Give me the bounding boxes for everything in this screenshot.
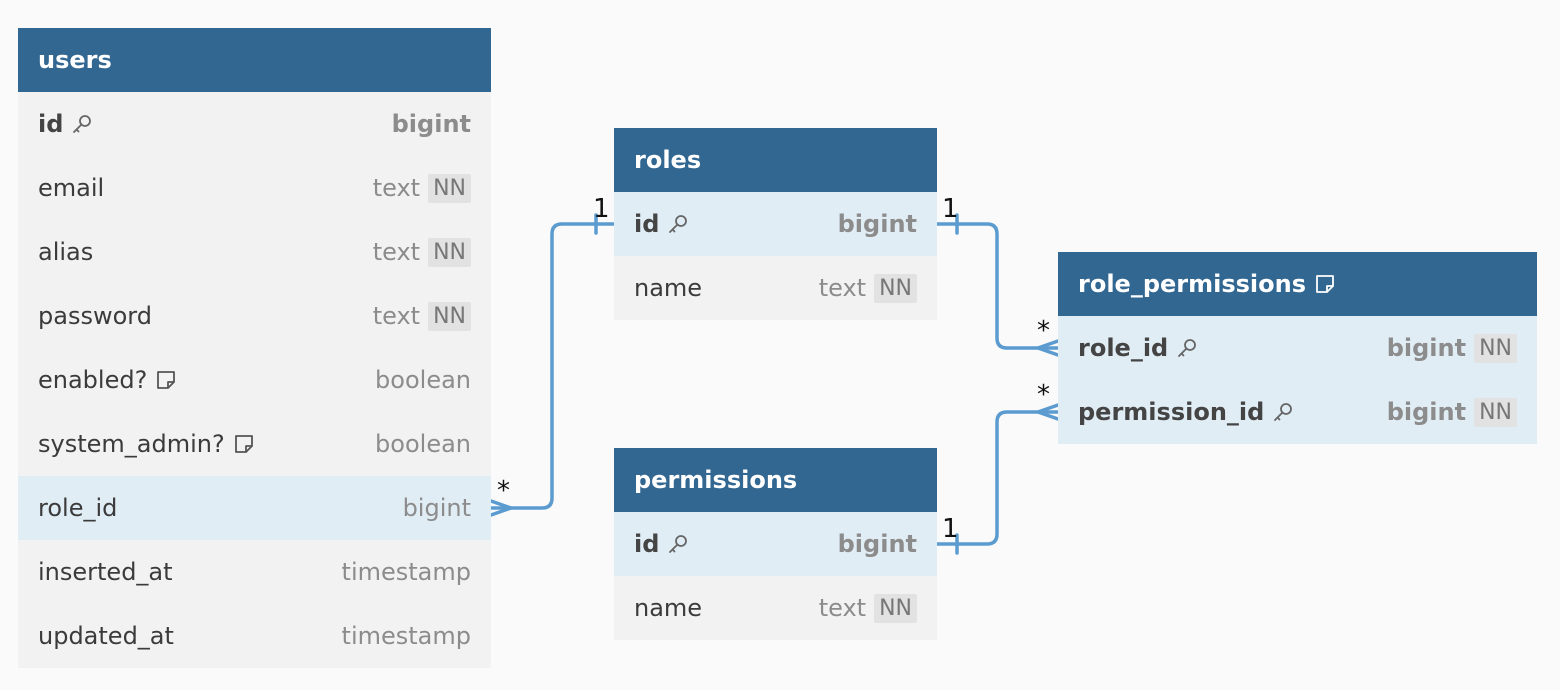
table-roles[interactable]: roles id bigint name text NN [614, 128, 937, 320]
column-type: timestamp [341, 622, 471, 650]
column-name: role_id [1078, 334, 1169, 362]
table-role-permissions[interactable]: role_permissions role_id bigint NN permi… [1058, 252, 1537, 444]
column-type: text [372, 174, 421, 202]
key-icon [1272, 401, 1294, 423]
column-type: bigint [1386, 334, 1467, 362]
key-icon [667, 533, 689, 555]
column-name: id [634, 530, 660, 558]
table-title: users [38, 46, 112, 74]
note-icon[interactable] [233, 433, 255, 455]
column-name: enabled? [38, 366, 148, 394]
not-null-badge: NN [428, 301, 471, 331]
table-header-roles[interactable]: roles [614, 128, 937, 192]
not-null-badge: NN [1474, 397, 1517, 427]
column-name: updated_at [38, 622, 174, 650]
column-row-id[interactable]: id bigint [18, 92, 491, 156]
column-name: password [38, 302, 152, 330]
column-row-updated-at[interactable]: updated_at timestamp [18, 604, 491, 668]
column-type: text [818, 594, 867, 622]
not-null-badge: NN [428, 173, 471, 203]
column-name: permission_id [1078, 398, 1265, 426]
edge-users-roles [489, 222, 616, 510]
column-name: id [38, 110, 64, 138]
table-header-permissions[interactable]: permissions [614, 448, 937, 512]
note-icon[interactable] [1314, 273, 1336, 295]
column-type: text [372, 238, 421, 266]
column-type: bigint [1386, 398, 1467, 426]
table-permissions[interactable]: permissions id bigint name text NN [614, 448, 937, 640]
column-row-id[interactable]: id bigint [614, 192, 937, 256]
table-header-users[interactable]: users [18, 28, 491, 92]
column-row-inserted-at[interactable]: inserted_at timestamp [18, 540, 491, 604]
edge-roles-role-permissions [935, 222, 1060, 350]
column-name: alias [38, 238, 94, 266]
column-row-role-id[interactable]: role_id bigint [18, 476, 491, 540]
key-icon [1176, 337, 1198, 359]
column-type: timestamp [341, 558, 471, 586]
column-row-email[interactable]: email text NN [18, 156, 491, 220]
not-null-badge: NN [1474, 333, 1517, 363]
column-type: text [818, 274, 867, 302]
note-icon[interactable] [155, 369, 177, 391]
not-null-badge: NN [874, 273, 917, 303]
edge-permissions-role-permissions [935, 410, 1060, 546]
column-name: role_id [38, 494, 118, 522]
column-type: bigint [402, 494, 471, 522]
column-type: bigint [837, 530, 917, 558]
column-row-permission-id[interactable]: permission_id bigint NN [1058, 380, 1537, 444]
column-name: system_admin? [38, 430, 225, 458]
column-type: boolean [375, 366, 471, 394]
column-row-system-admin[interactable]: system_admin? boolean [18, 412, 491, 476]
column-type: text [372, 302, 421, 330]
not-null-badge: NN [428, 237, 471, 267]
not-null-badge: NN [874, 593, 917, 623]
cardinality-permissions-id: 1 [942, 514, 959, 544]
key-icon [667, 213, 689, 235]
cardinality-roles-id-right: 1 [942, 194, 959, 224]
column-type: bigint [837, 210, 917, 238]
column-name: email [38, 174, 105, 202]
cardinality-users-role-id: * [497, 476, 510, 506]
column-row-enabled[interactable]: enabled? boolean [18, 348, 491, 412]
column-name: id [634, 210, 660, 238]
column-row-name[interactable]: name text NN [614, 576, 937, 640]
table-title: roles [634, 146, 702, 174]
column-type: bigint [391, 110, 471, 138]
cardinality-role-permissions-role-id: * [1037, 316, 1050, 346]
column-name: name [634, 274, 703, 302]
column-row-password[interactable]: password text NN [18, 284, 491, 348]
column-row-id[interactable]: id bigint [614, 512, 937, 576]
table-users[interactable]: users id bigint email text NN alias text… [18, 28, 491, 668]
cardinality-role-permissions-permission-id: * [1037, 380, 1050, 410]
column-name: inserted_at [38, 558, 173, 586]
column-row-name[interactable]: name text NN [614, 256, 937, 320]
crowfoot-role-permissions-role-id [1036, 339, 1060, 357]
column-type: boolean [375, 430, 471, 458]
crowfoot-role-permissions-permission-id [1036, 403, 1060, 421]
key-icon [71, 113, 93, 135]
column-row-role-id[interactable]: role_id bigint NN [1058, 316, 1537, 380]
column-row-alias[interactable]: alias text NN [18, 220, 491, 284]
table-header-role-permissions[interactable]: role_permissions [1058, 252, 1537, 316]
column-name: name [634, 594, 703, 622]
table-title: permissions [634, 466, 798, 494]
cardinality-roles-id-left: 1 [593, 194, 610, 224]
table-title: role_permissions [1078, 270, 1307, 298]
crowfoot-users-role-id [489, 499, 513, 517]
